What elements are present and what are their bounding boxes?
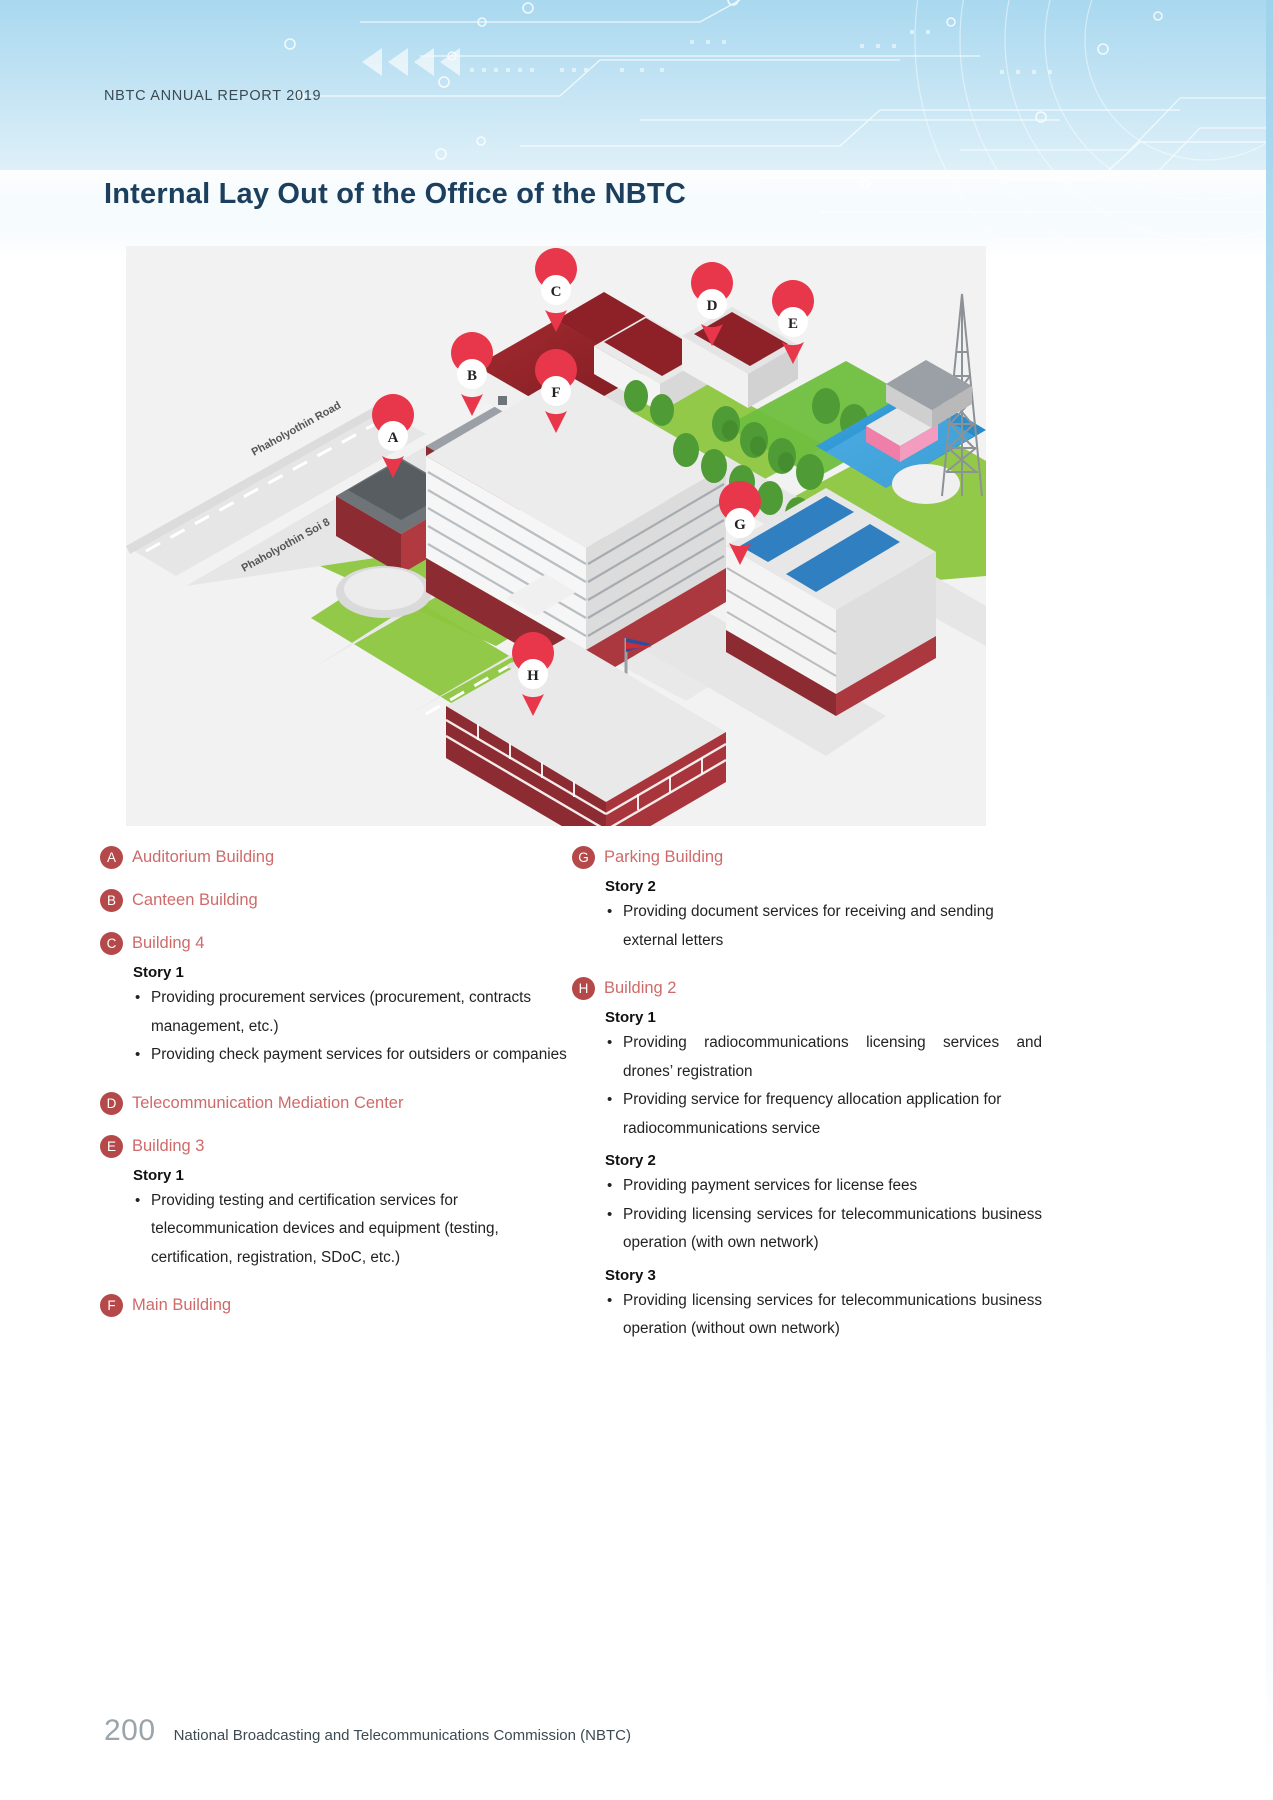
legend-title-f: Main Building <box>132 1296 232 1314</box>
map-pin-d[interactable]: D <box>691 262 734 346</box>
svg-text:E: E <box>788 316 798 332</box>
page-number: 200 <box>104 1714 156 1747</box>
legend-badge-b: B <box>100 889 123 912</box>
story-bullet-list: Providing document services for receivin… <box>605 898 1042 955</box>
list-item: Providing check payment services for out… <box>133 1041 570 1070</box>
running-head: NBTC ANNUAL REPORT 2019 <box>104 88 322 104</box>
story-bullet-list: Providing payment services for license f… <box>605 1172 1042 1258</box>
legend-entry-h: H Building 2 Story 1 Providing radiocomm… <box>572 977 1042 1344</box>
story-label: Story 1 <box>605 1009 656 1026</box>
map-pin-e[interactable]: E <box>772 280 815 364</box>
list-item: Providing radiocommunications licensing … <box>605 1029 1042 1086</box>
legend-entry-c-head: C Building 4 <box>100 932 570 955</box>
legend-title-h: Building 2 <box>604 979 677 997</box>
legend-entry-g-head: G Parking Building <box>572 846 1042 869</box>
story-bullet-list: Providing radiocommunications licensing … <box>605 1029 1042 1143</box>
legend-column-left: A Auditorium Building B Canteen Building… <box>100 846 570 1321</box>
story-label: Story 1 <box>133 964 184 981</box>
circuit-pattern-graphic <box>0 0 1273 258</box>
map-pins: C D E B <box>372 248 815 716</box>
map-pin-a[interactable]: A <box>372 394 415 478</box>
story-bullet-list: Providing procurement services (procurem… <box>133 984 570 1070</box>
right-edge-accent <box>1266 0 1273 1800</box>
legend-entry-c: C Building 4 Story 1 Providing procureme… <box>100 932 570 1070</box>
legend-column-right: G Parking Building Story 2 Providing doc… <box>572 846 1042 1348</box>
list-item: Providing payment services for license f… <box>605 1172 1042 1201</box>
footer-organisation: National Broadcasting and Telecommunicat… <box>173 1727 631 1744</box>
map-pin-g[interactable]: G <box>719 481 762 565</box>
shed <box>886 360 972 428</box>
building-h-building-2 <box>445 638 727 826</box>
legend-title-g: Parking Building <box>604 848 724 866</box>
story-label: Story 3 <box>605 1266 656 1284</box>
legend-entry-b: B Canteen Building <box>100 889 570 912</box>
legend-badge-h: H <box>572 977 595 1000</box>
svg-text:D: D <box>707 298 718 314</box>
legend-title-c: Building 4 <box>132 934 205 952</box>
list-item: Providing document services for receivin… <box>605 898 1042 955</box>
svg-text:G: G <box>734 517 746 533</box>
legend-badge-f: F <box>100 1294 123 1317</box>
legend-title-d: Telecommunication Mediation Center <box>132 1093 404 1112</box>
list-item: Providing procurement services (procurem… <box>133 984 570 1041</box>
legend-badge-d: D <box>100 1091 123 1115</box>
story-bullet-list: Providing testing and certification serv… <box>133 1187 570 1273</box>
svg-text:H: H <box>527 668 539 684</box>
map-pin-c[interactable]: C <box>535 248 578 332</box>
story-label: Story 1 <box>133 1166 184 1184</box>
legend-entry-d: D Telecommunication Mediation Center <box>100 1091 570 1115</box>
campus-map-illustration: Phaholyothin Road Phaholyothin Soi 8 <box>126 246 986 826</box>
legend-entry-b-head: B Canteen Building <box>100 889 570 912</box>
legend-badge-e: E <box>100 1134 123 1158</box>
building-e-building-3 <box>682 307 798 408</box>
legend-entry-e-head: E Building 3 <box>100 1134 570 1158</box>
legend-entry-f-head: F Main Building <box>100 1294 570 1317</box>
page-title: Internal Lay Out of the Office of the NB… <box>104 178 686 210</box>
legend-title-e: Building 3 <box>132 1136 205 1155</box>
legend-entry-g: G Parking Building Story 2 Providing doc… <box>572 846 1042 955</box>
map-pin-h[interactable]: H <box>512 632 555 716</box>
building-g-parking <box>726 488 936 716</box>
story-bullet-list: Providing licensing services for telecom… <box>605 1287 1042 1344</box>
legend-title-b: Canteen Building <box>132 891 258 909</box>
legend-entry-d-head: D Telecommunication Mediation Center <box>100 1091 570 1115</box>
svg-text:F: F <box>551 385 560 401</box>
story-label: Story 2 <box>605 878 656 895</box>
list-item: Providing licensing services for telecom… <box>605 1201 1042 1258</box>
list-item: Providing testing and certification serv… <box>133 1187 570 1273</box>
campus-map-figure: Phaholyothin Road Phaholyothin Soi 8 <box>126 246 986 826</box>
map-pin-f[interactable]: F <box>535 349 578 433</box>
legend-badge-g: G <box>572 846 595 869</box>
svg-text:B: B <box>467 368 477 384</box>
legend-entry-a-head: A Auditorium Building <box>100 846 570 869</box>
page-footer: 200 National Broadcasting and Telecommun… <box>104 1714 631 1748</box>
list-item: Providing service for frequency allocati… <box>605 1086 1042 1143</box>
svg-text:C: C <box>551 284 562 300</box>
legend-title-a: Auditorium Building <box>132 848 275 866</box>
list-item: Providing licensing services for telecom… <box>605 1287 1042 1344</box>
map-pin-b[interactable]: B <box>451 332 494 416</box>
header-decoration-band: NBTC ANNUAL REPORT 2019 <box>0 0 1273 258</box>
legend-entry-e: E Building 3 Story 1 Providing testing a… <box>100 1134 570 1273</box>
legend-badge-a: A <box>100 846 123 869</box>
story-label: Story 2 <box>605 1152 656 1169</box>
svg-text:A: A <box>388 430 399 446</box>
legend-entry-h-head: H Building 2 <box>572 977 1042 1000</box>
legend-entry-f: F Main Building <box>100 1294 570 1317</box>
legend-badge-c: C <box>100 932 123 955</box>
legend-entry-a: A Auditorium Building <box>100 846 570 869</box>
building-f-main-building <box>426 374 726 684</box>
